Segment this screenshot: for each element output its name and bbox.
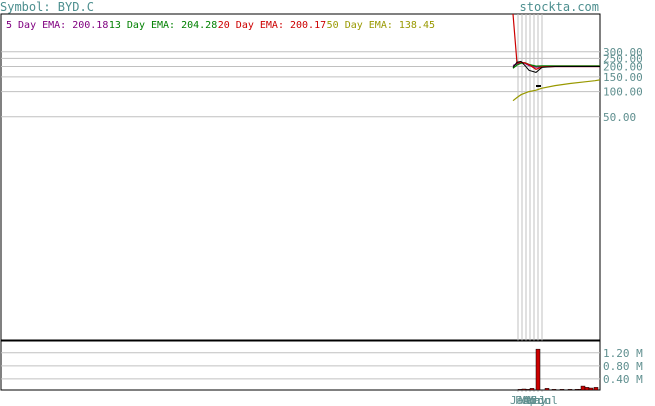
price-frame [0, 13, 601, 341]
price-tick-label: 150.00 [603, 71, 643, 84]
series-line-ema50 [512, 79, 601, 102]
volume-bar [559, 389, 565, 391]
volume-bar [521, 388, 527, 391]
date-tick-label: Jun [531, 394, 551, 406]
site-label: stockta.com [520, 0, 599, 14]
volume-bar [584, 387, 590, 391]
date-tick-label: May [527, 394, 547, 406]
volume-bar [593, 387, 599, 391]
price-tick-label: 200.00 [603, 60, 643, 73]
series-line-price [512, 60, 600, 73]
volume-bar [517, 389, 523, 391]
date-tick-label: Mar [519, 394, 539, 406]
price-tick-label: 100.00 [603, 86, 643, 99]
date-tick-label: Jul [538, 394, 558, 406]
volume-tick-label: 1.20 M [603, 347, 643, 360]
legend-entry: 13 Day EMA: 204.28 [109, 20, 217, 31]
volume-bar [525, 389, 531, 391]
volume-bar [544, 388, 550, 391]
legend-entry: 20 Day EMA: 200.17 [218, 20, 326, 31]
date-tick-label: Jan [510, 394, 530, 406]
volume-bar [588, 387, 594, 391]
volume-bar [551, 389, 557, 391]
volume-bar [580, 385, 586, 391]
date-tick-label: Feb [515, 394, 535, 406]
price-tick-label: 250.00 [603, 52, 643, 65]
symbol-label: Symbol: BYD.C [0, 0, 94, 14]
legend-entry: 5 Day EMA: 200.18 [6, 20, 108, 31]
volume-tick-label: 0.40 M [603, 373, 643, 386]
volume-bar [567, 389, 573, 391]
date-tick-label: Apr [523, 394, 543, 406]
price-tick-label: 50.00 [603, 111, 636, 124]
series-line-ema13 [512, 62, 600, 69]
chart-header: Symbol: BYD.C stockta.com [0, 0, 599, 14]
volume-bar [529, 388, 535, 391]
legend-entry: 50 Day EMA: 138.45 [327, 20, 435, 31]
volume-bar [535, 348, 541, 391]
volume-tick-label: 0.80 M [603, 360, 643, 373]
price-tick-label: 300.00 [603, 46, 643, 59]
